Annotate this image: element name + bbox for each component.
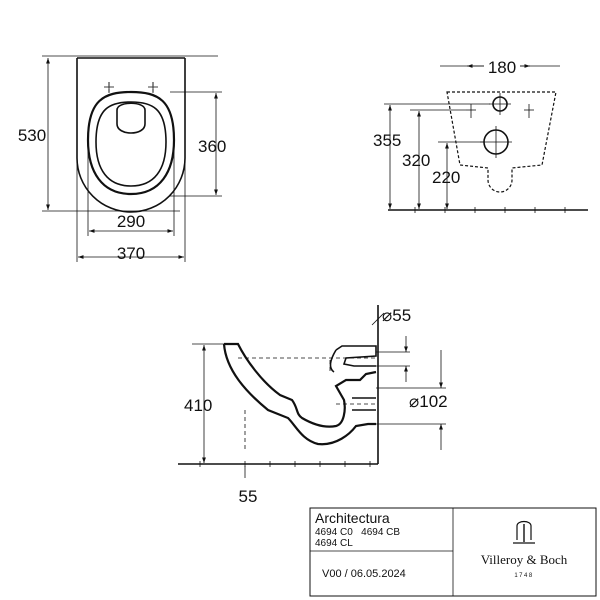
side-body-outline-lower <box>222 343 376 446</box>
dim-label-290: 290 <box>117 212 145 231</box>
revision-date: V00 / 06.05.2024 <box>322 568 406 580</box>
bolt-hole-marks <box>104 82 158 96</box>
fountain-logo-icon <box>513 520 535 544</box>
seat-outer-outline <box>86 90 176 196</box>
toilet-outline-outer <box>76 58 186 213</box>
side-rim-curve <box>329 349 337 373</box>
side-view: ⌀55 ⌀102 410 55 <box>178 305 448 506</box>
bowl-opening <box>116 102 146 134</box>
rear-bolt-marks <box>466 104 534 118</box>
side-body-outline-upper <box>224 342 377 428</box>
dim-label-102-dia: ⌀102 <box>409 392 448 411</box>
product-codes-line1: 4694 C0 4694 CB <box>315 527 400 538</box>
top-view: 530 360 290 370 <box>18 55 226 263</box>
brand-year: 1748 <box>514 573 533 579</box>
dim-label-355: 355 <box>373 131 401 150</box>
dim-label-55-floor: 55 <box>239 487 258 506</box>
brand-name: Villeroy & Boch <box>481 552 568 567</box>
side-wall-hatch <box>371 312 385 326</box>
dim-label-410: 410 <box>184 396 212 415</box>
title-block: Architectura 4694 C0 4694 CB 4694 CL V00… <box>309 507 597 597</box>
rear-view: 180 355 320 220 <box>373 58 588 213</box>
dim-label-220: 220 <box>432 168 460 187</box>
product-name: Architectura <box>315 510 390 526</box>
side-inlet-flange <box>335 345 377 367</box>
dim-label-180: 180 <box>488 58 516 77</box>
side-outlet-pipe <box>352 397 376 411</box>
dim-label-530: 530 <box>18 126 46 145</box>
rear-toilet-outline <box>446 91 557 193</box>
dim-label-180-mask <box>484 58 520 76</box>
rear-floor-ticks <box>414 207 566 213</box>
dim-label-55-dia: ⌀55 <box>382 306 411 325</box>
dim-label-320: 320 <box>402 151 430 170</box>
side-floor-ticks <box>199 461 371 467</box>
seat-inner-outline <box>95 101 167 187</box>
dim-label-370: 370 <box>117 244 145 263</box>
dim-label-360: 360 <box>198 137 226 156</box>
product-codes-line2: 4694 CL <box>315 538 353 549</box>
